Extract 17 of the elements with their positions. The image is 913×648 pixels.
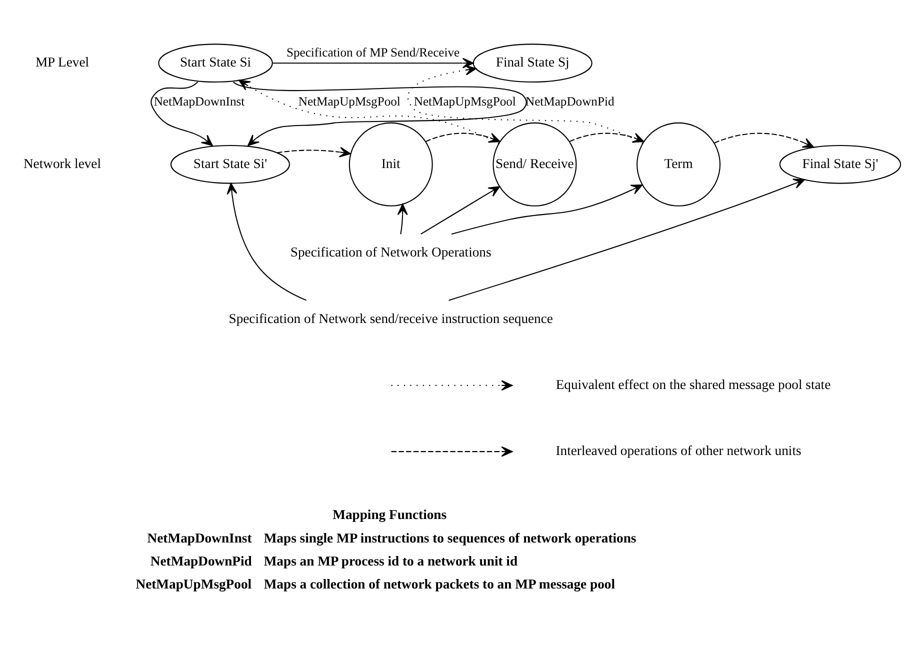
node-text: Specification of Network Operations — [290, 244, 491, 260]
edge-label: NetMapDownInst — [153, 94, 244, 109]
label: Maps an MP process id to a network unit id — [263, 553, 518, 568]
label: NetMapDownPid — [150, 553, 252, 568]
label: MP Level — [34, 54, 89, 70]
label: Network level — [22, 156, 101, 171]
legend-label: Equivalent effect on the shared message pool state — [555, 376, 830, 392]
label: Maps a collection of network packets to an MP message pool — [263, 576, 615, 592]
node-text: Specification of Network send/receive instruction sequence — [228, 310, 552, 326]
label: Maps single MP instructions to sequences of network operations — [263, 530, 636, 546]
legend-label: Interleaved operations of other network units — [555, 443, 801, 458]
edge-label: NetMapUpMsgPool — [298, 94, 400, 109]
edge-label: Specification of MP Send/Receive — [286, 45, 460, 60]
label: NetMapDownInst — [146, 530, 252, 546]
edge-label: NetMapUpMsgPool — [413, 94, 516, 109]
label: Mapping Functions — [332, 507, 446, 522]
label: NetMapUpMsgPool — [135, 576, 252, 592]
